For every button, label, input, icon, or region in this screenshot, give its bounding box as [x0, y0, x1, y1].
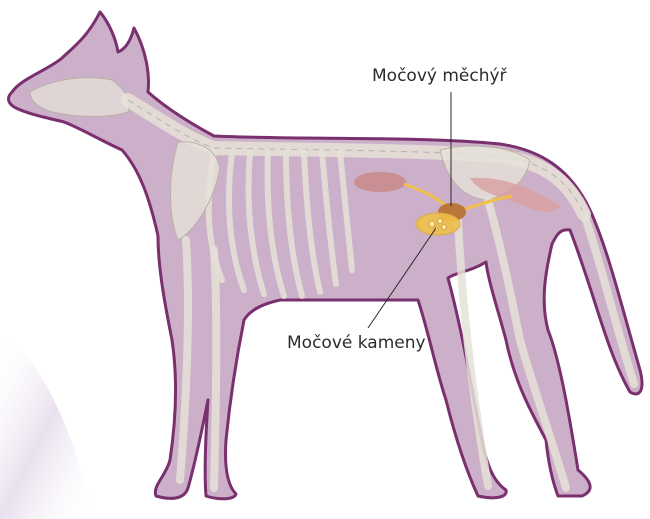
stones-label: Močové kameny: [287, 333, 426, 353]
stones-region: [416, 213, 460, 235]
background-swoosh: [0, 330, 95, 519]
bladder-label: Močový měchýř: [372, 66, 507, 86]
kidney: [354, 172, 406, 192]
